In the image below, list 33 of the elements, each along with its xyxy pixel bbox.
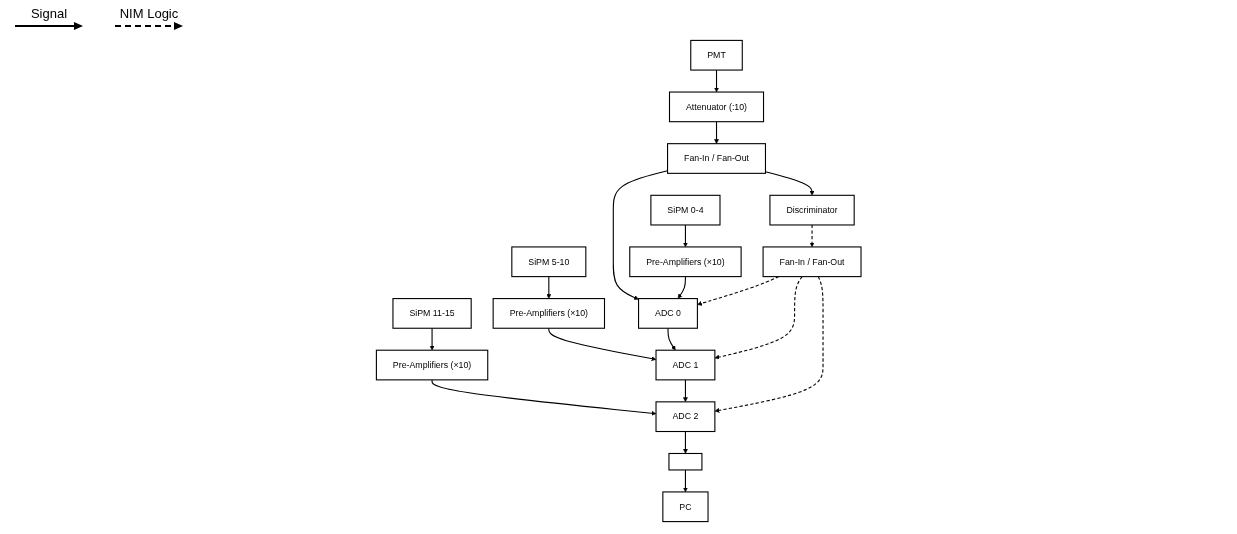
arrow bbox=[713, 121, 719, 144]
arrow bbox=[682, 224, 688, 248]
node-box: ADC 1 bbox=[655, 349, 716, 381]
arrow bbox=[809, 224, 815, 248]
node-box: Pre-Amplifiers (×10) bbox=[492, 298, 605, 329]
arrow bbox=[612, 170, 668, 300]
node-box: SiPM 0-4 bbox=[650, 194, 721, 226]
node-box: ADC 2 bbox=[655, 401, 716, 433]
arrow bbox=[682, 379, 688, 403]
arrow bbox=[546, 276, 552, 299]
node-box: ADC 0 bbox=[637, 298, 698, 329]
node-box: Pre-Amplifiers (×10) bbox=[375, 349, 489, 381]
node-box: PC bbox=[662, 491, 709, 523]
node-box: Discriminator bbox=[769, 194, 855, 226]
node-box: Pre-Amplifiers (×10) bbox=[629, 246, 742, 278]
node-box: Attenuator (:10) bbox=[668, 91, 764, 123]
arrow bbox=[677, 276, 686, 299]
arrow bbox=[697, 276, 780, 306]
node-box: PMT bbox=[690, 39, 743, 71]
arrow bbox=[714, 276, 824, 413]
node-box: SiPM 5-10 bbox=[511, 246, 587, 278]
arrow bbox=[682, 469, 688, 493]
node-box: SiPM 11-15 bbox=[392, 298, 472, 329]
arrow bbox=[667, 327, 676, 351]
arrow bbox=[713, 69, 719, 93]
arrow bbox=[714, 276, 803, 360]
legend-label: NIM Logic bbox=[119, 6, 179, 21]
node-box: Fan-In / Fan-Out bbox=[666, 143, 766, 174]
arrow bbox=[682, 430, 688, 454]
legend-label: Signal bbox=[30, 6, 68, 21]
node-box: Fan-In / Fan-Out bbox=[762, 246, 862, 278]
node-box bbox=[668, 452, 703, 471]
arrow bbox=[429, 327, 435, 351]
